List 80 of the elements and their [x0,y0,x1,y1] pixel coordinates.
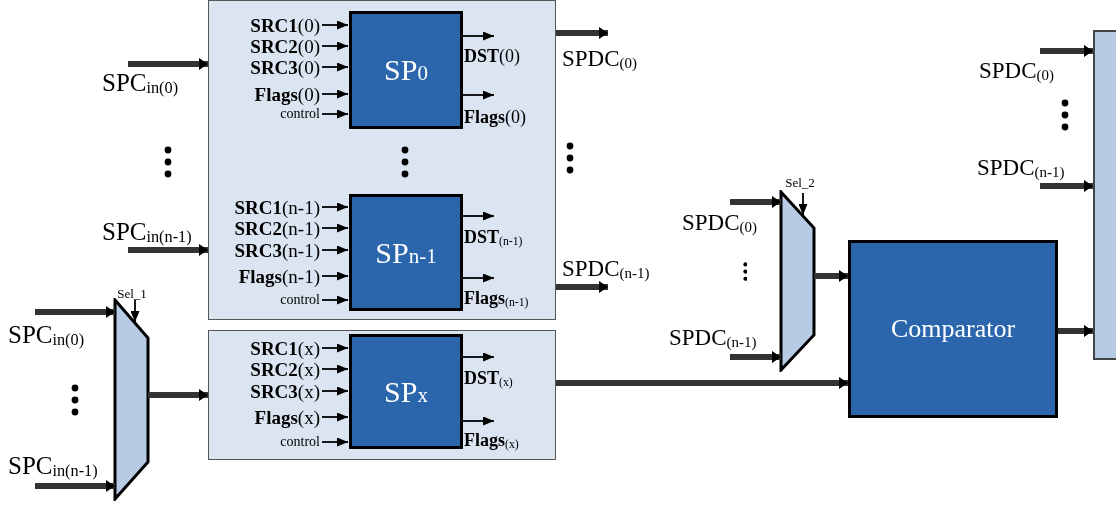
signal-arrow [321,20,349,30]
bus-arrow [730,196,781,208]
signal-arrow [798,192,808,216]
signal-label: SRC3(n-1) [234,240,320,260]
multiplexer-symbol [779,190,816,372]
signal-label: SPC$_{in(0)}$ [8,321,85,347]
signal-arrow [321,437,349,447]
signal-label: SPC$_{in(0)}$ [102,69,179,95]
signal-arrow [461,211,495,221]
signal-label: control [280,107,320,121]
signal-arrow [461,90,495,100]
signal-arrow [321,62,349,72]
processing-block [349,334,463,449]
signal-arrow [321,295,349,305]
signal-label: DST$_{(n-1)}$ [464,228,523,246]
signal-arrow [321,412,349,422]
signal-label: DST$_{(x)}$ [464,369,513,387]
signal-arrow [130,299,140,323]
signal-arrow [461,273,495,283]
signal-label: SPDC$_{(n-1)}$ [562,256,650,280]
signal-label: SRC1(x) [250,338,320,358]
signal-label: Sel_2 [785,175,815,189]
output-block [1093,30,1116,360]
bus-arrow [35,480,115,492]
signal-label: SRC2(x) [250,359,320,379]
signal-label: SRC1(n-1) [234,197,320,217]
signal-label: DST(0) [464,47,520,65]
signal-label: Flags(x) [254,407,320,427]
signal-arrow [321,343,349,353]
processor-group-panel [208,0,556,320]
signal-label: SPDC$_{(0)}$ [682,210,757,234]
bus-arrow [814,270,848,282]
signal-arrow [321,89,349,99]
block-title: Comparator [890,316,1016,342]
signal-arrow [321,41,349,51]
signal-arrow [461,31,495,41]
signal-label: SPDC$_{(0)}$ [979,58,1054,82]
signal-label: SPDC$_{(0)}$ [562,46,637,70]
bus-arrow [730,351,781,363]
signal-label: SPC$_{in(n-1)}$ [102,218,192,244]
signal-label: Flags$_{(n-1)}$ [464,289,529,307]
signal-arrow [321,386,349,396]
signal-label: SRC3(x) [250,381,320,401]
signal-label: SRC2(n-1) [234,218,320,238]
bus-arrow [148,389,208,401]
signal-arrow [321,364,349,374]
signal-label: SPDC$_{(n-1)}$ [669,325,757,349]
bus-arrow [1040,180,1093,192]
processing-block [349,194,463,311]
signal-label: SPC$_{in(n-1)}$ [8,452,98,478]
multiplexer-symbol [113,298,150,501]
bus-arrow [35,306,115,318]
bus-arrow [1058,325,1093,337]
signal-label: SRC2(0) [250,36,320,56]
signal-arrow [321,271,349,281]
signal-label: Flags(0) [254,84,320,104]
signal-arrow [461,352,495,362]
signal-label: control [280,435,320,449]
signal-label: Sel_1 [117,286,147,300]
bus-arrow [128,244,208,256]
signal-arrow [321,202,349,212]
signal-label: Flags$_{(x)}$ [464,431,519,449]
bus-arrow [128,58,208,70]
signal-label: Flags(0) [464,108,526,126]
processor-group-panel [208,330,556,460]
signal-arrow [321,109,349,119]
signal-arrow [321,223,349,233]
signal-arrow [461,416,495,426]
processing-block [349,11,463,129]
signal-label: Flags(n-1) [238,266,320,286]
bus-arrow [1040,45,1093,57]
signal-arrow [321,245,349,255]
bus-arrow [556,27,608,39]
processing-block [848,240,1058,418]
bus-arrow [556,377,848,389]
signal-label: SRC1(0) [250,15,320,35]
signal-label: SPDC$_{(n-1)}$ [977,155,1065,179]
bus-arrow [556,281,608,293]
signal-label: control [280,293,320,307]
signal-label: SRC3(0) [250,57,320,77]
